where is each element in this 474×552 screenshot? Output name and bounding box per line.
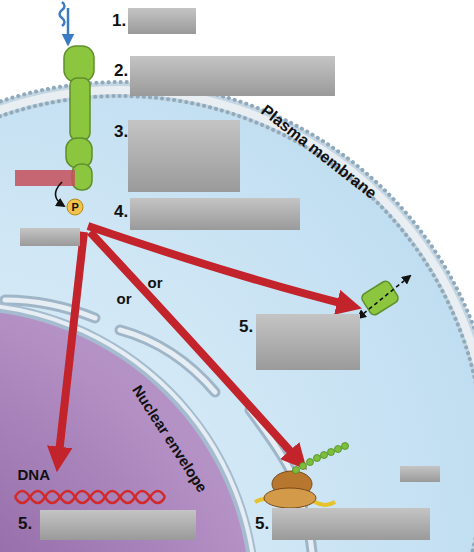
signal-arrow [67,8,70,44]
dna-strand [15,491,165,503]
answer-mask [400,466,440,482]
answer-mask [130,56,335,96]
phosphate [67,199,83,215]
callout-number: 2. [114,62,128,79]
response-arrow [58,232,84,462]
callout-number: 5. [239,318,253,335]
phosphorylation-arrow [55,182,64,206]
receptor-protein [64,46,94,190]
ion-flow-arrow [358,276,410,318]
answer-mask [130,198,300,230]
branch-label: or [117,291,132,306]
amino-acid [293,467,300,474]
polypeptide [293,443,349,474]
nuclear-envelope [0,300,260,552]
amino-acid [307,459,314,466]
ribosome [255,443,349,509]
receptor-domain [70,78,90,140]
receptor-domain [64,46,94,82]
amino-acid [314,455,321,462]
amino-acid [321,452,328,459]
answer-masks [20,8,440,540]
callout-number: 5. [18,515,32,532]
dna-strand [15,491,165,503]
phosphate-symbol: P [72,202,79,213]
amino-acid [328,449,335,456]
answer-mask [20,228,80,246]
signal-molecule [60,2,65,26]
callout-number: 4. [114,203,128,220]
callout-number: 3. [114,123,128,140]
callout-number: 1. [112,12,126,29]
answer-mask [256,314,360,370]
structure-label: DNA [18,467,51,482]
answer-mask [128,120,240,192]
callout-number: 5. [255,515,269,532]
amino-acid [342,443,349,450]
answer-mask [40,510,196,540]
response-arrow [88,226,352,306]
ribosome-subunit [264,488,316,508]
branch-label: or [148,275,163,290]
amino-acid [335,446,342,453]
dna-helix [15,491,165,503]
answer-mask [272,508,430,540]
answer-mask [128,8,196,34]
hidden-label [15,170,75,186]
amino-acid [300,463,307,470]
nucleus [0,310,250,552]
envelope-lumen [0,304,256,552]
